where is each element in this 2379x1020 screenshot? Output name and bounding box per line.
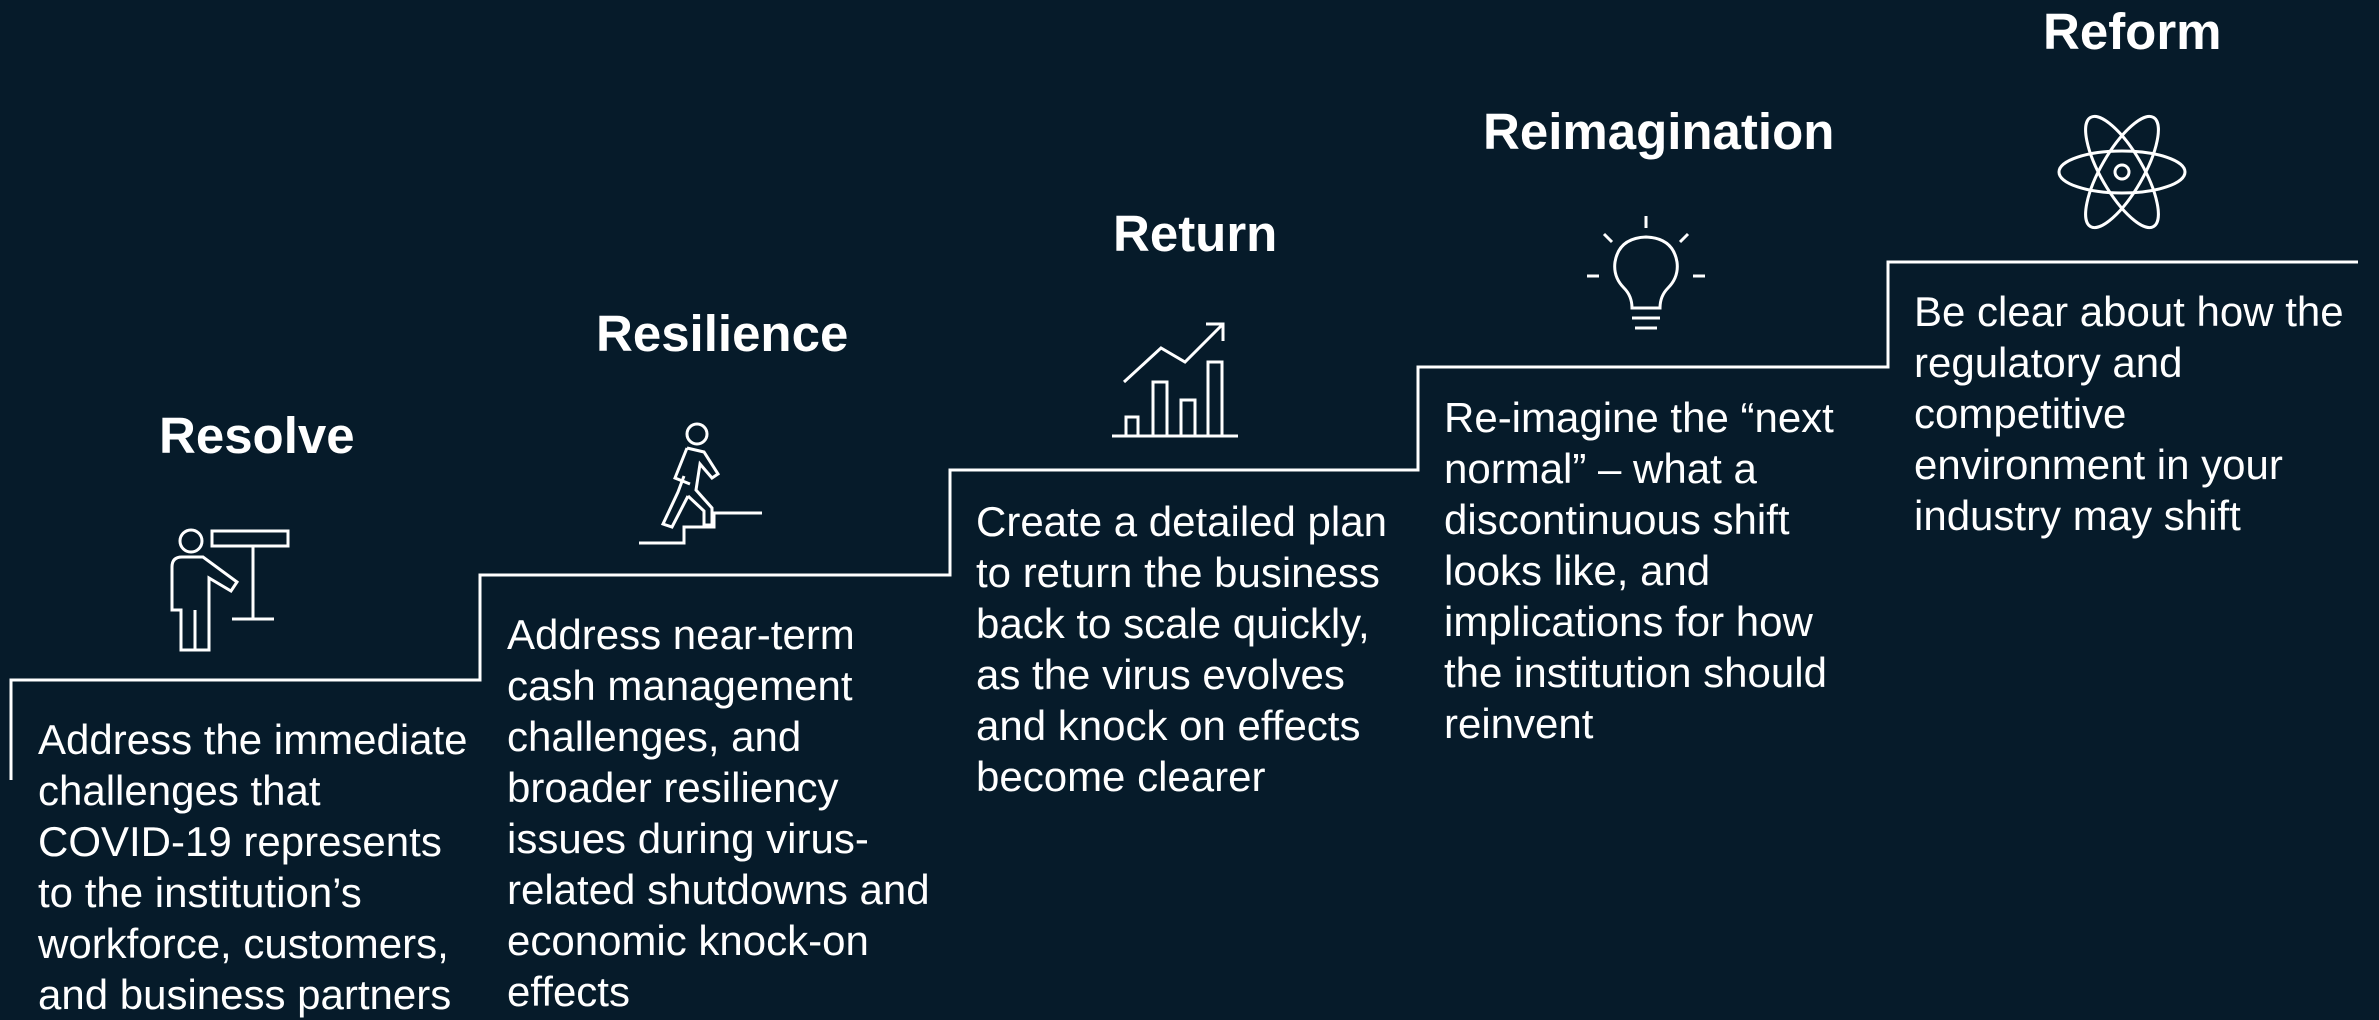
atom-icon bbox=[2055, 108, 2190, 238]
desc-line: challenges, and bbox=[507, 713, 802, 760]
desc-line: Address the immediate bbox=[38, 716, 468, 763]
desc-line: COVID-19 represents bbox=[38, 818, 442, 865]
step-title-reform: Reform bbox=[2043, 3, 2222, 60]
step-title-resolve: Resolve bbox=[159, 407, 355, 464]
desc-line: back to scale quickly, bbox=[976, 600, 1370, 647]
desc-line: Create a detailed plan bbox=[976, 498, 1387, 545]
desc-line: Re-imagine the “next bbox=[1444, 394, 1834, 441]
desc-line: to the institution’s bbox=[38, 869, 362, 916]
desc-line: related shutdowns and bbox=[507, 866, 930, 913]
desc-line: challenges that bbox=[38, 767, 321, 814]
desc-line: broader resiliency bbox=[507, 764, 839, 811]
desc-line: the institution should bbox=[1444, 649, 1827, 696]
desc-line: and knock on effects bbox=[976, 702, 1361, 749]
presenter-easel-icon bbox=[160, 522, 295, 657]
desc-line: implications for how bbox=[1444, 598, 1813, 645]
person-climbing-stairs-icon bbox=[632, 420, 767, 555]
desc-line: effects bbox=[507, 968, 630, 1015]
desc-line: normal” – what a bbox=[1444, 445, 1757, 492]
desc-line: issues during virus- bbox=[507, 815, 869, 862]
desc-line: discontinuous shift bbox=[1444, 496, 1790, 543]
desc-line: reinvent bbox=[1444, 700, 1594, 747]
desc-line: Address near-term bbox=[507, 611, 855, 658]
lightbulb-icon bbox=[1580, 212, 1715, 342]
step-title-reimagination: Reimagination bbox=[1483, 103, 1835, 160]
step-desc-return: Create a detailed plan to return the bus… bbox=[976, 496, 1387, 802]
step-desc-resilience: Address near-term cash management challe… bbox=[507, 609, 930, 1017]
desc-line: as the virus evolves bbox=[976, 651, 1345, 698]
desc-line: become clearer bbox=[976, 753, 1266, 800]
step-title-return: Return bbox=[1113, 205, 1278, 262]
desc-line: economic knock-on bbox=[507, 917, 869, 964]
desc-line: environment in your bbox=[1914, 441, 2283, 488]
desc-line: looks like, and bbox=[1444, 547, 1711, 594]
step-desc-reform: Be clear about how the regulatory and co… bbox=[1914, 286, 2344, 541]
desc-line: regulatory and bbox=[1914, 339, 2183, 386]
step-desc-reimagination: Re-imagine the “next normal” – what a di… bbox=[1444, 392, 1834, 749]
desc-line: and business partners bbox=[38, 971, 452, 1018]
desc-line: cash management bbox=[507, 662, 853, 709]
desc-line: workforce, customers, bbox=[38, 920, 449, 967]
desc-line: industry may shift bbox=[1914, 492, 2241, 539]
desc-line: competitive bbox=[1914, 390, 2127, 437]
growth-bar-chart-icon bbox=[1110, 318, 1245, 443]
desc-line: Be clear about how the bbox=[1914, 288, 2344, 335]
step-title-resilience: Resilience bbox=[596, 305, 849, 362]
desc-line: to return the business bbox=[976, 549, 1380, 596]
step-desc-resolve: Address the immediate challenges that CO… bbox=[38, 714, 468, 1020]
